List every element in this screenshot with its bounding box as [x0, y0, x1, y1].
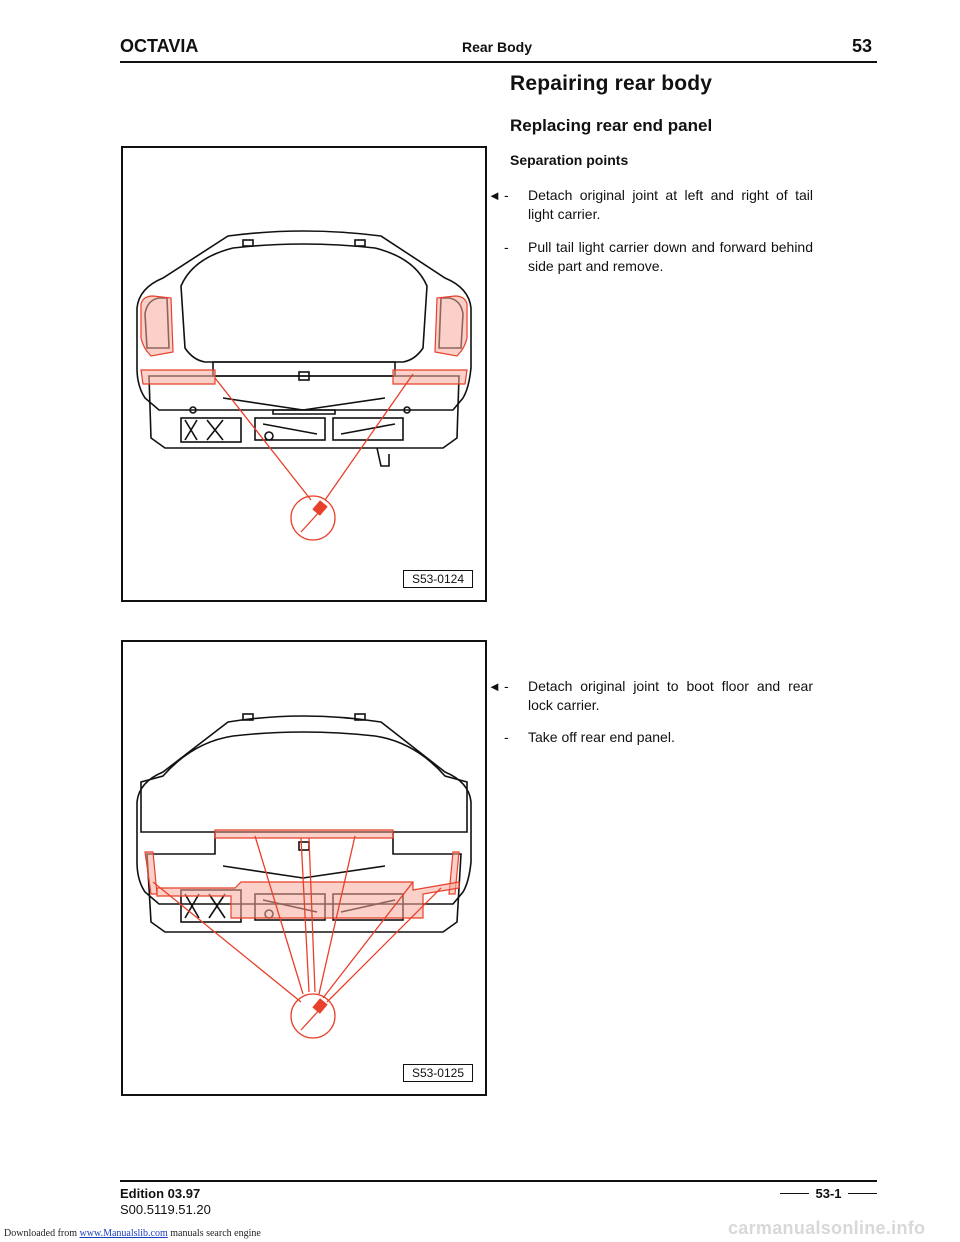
download-note: Downloaded from www.Manualslib.com manua… [4, 1228, 261, 1239]
document-code: S00.5119.51.20 [120, 1202, 211, 1217]
subsection-heading: Separation points [510, 152, 629, 168]
figure-label: S53-0124 [402, 570, 473, 588]
header-chapter: 53 [852, 36, 873, 56]
arrow-left-icon: ◄ [488, 188, 501, 203]
figure-label: S53-0125 [402, 1064, 473, 1082]
manualslib-link[interactable]: www.Manualslib.com [79, 1228, 168, 1239]
step-detach-boot-floor: ◄ - Detach original joint to boot floor … [488, 678, 813, 713]
header-section: Rear Body [462, 39, 533, 55]
step-detach-tail-light: ◄ - Detach original joint at left and ri… [488, 187, 813, 222]
edition-label: Edition 03.97 [120, 1186, 201, 1201]
watermark: carmanualsonline.info [728, 1218, 926, 1238]
footer-rule [120, 1180, 877, 1182]
section-heading: Replacing rear end panel [510, 116, 713, 135]
figure-s53-0125: S53-0125 [121, 640, 487, 1096]
arrow-left-icon: ◄ [488, 679, 501, 694]
step-take-off-panel: - Take off rear end panel. [504, 729, 675, 745]
rear-body-drawing-1 [136, 230, 472, 541]
rear-body-drawing-2 [136, 713, 472, 1039]
step-pull-tail-light: - Pull tail light carrier down and forwa… [504, 239, 813, 274]
header-rule [120, 61, 877, 63]
page-number: 53-1 [780, 1186, 877, 1201]
header-model: OCTAVIA [120, 36, 199, 56]
figure-s53-0124: S53-0124 [121, 146, 487, 602]
page-title: Repairing rear body [510, 72, 713, 95]
